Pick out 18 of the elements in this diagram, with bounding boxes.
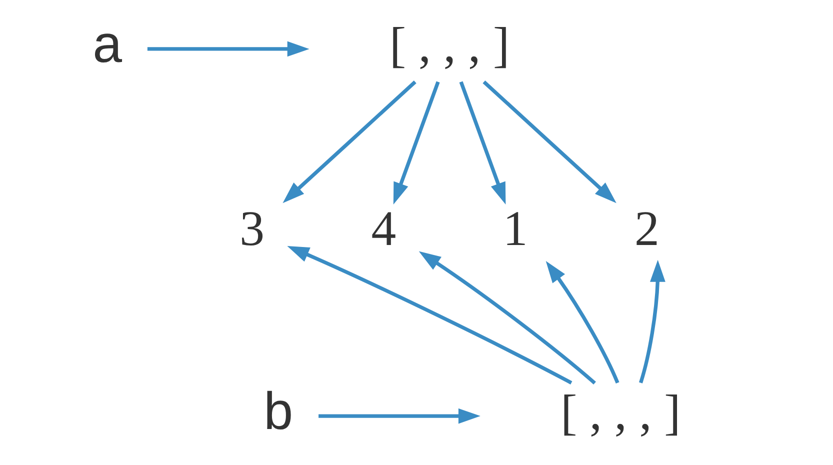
- arrow: [286, 246, 572, 384]
- node-text: 2: [634, 201, 659, 256]
- node-text: 4: [370, 201, 396, 256]
- node-text: [ , , , ]: [388, 18, 510, 73]
- arrow: [392, 81, 440, 205]
- arrow: [545, 260, 619, 384]
- arrow: [282, 80, 416, 204]
- node-text: a: [92, 14, 122, 74]
- node-text: 3: [239, 201, 264, 256]
- arrow: [318, 408, 480, 424]
- arrow: [482, 80, 616, 204]
- node-text: b: [263, 382, 293, 441]
- arrow: [458, 81, 506, 205]
- node-text: [ , , , ]: [560, 384, 680, 440]
- arrow: [146, 41, 309, 57]
- arrow: [638, 260, 665, 384]
- node-text: 1: [502, 201, 528, 256]
- arrow: [418, 251, 596, 384]
